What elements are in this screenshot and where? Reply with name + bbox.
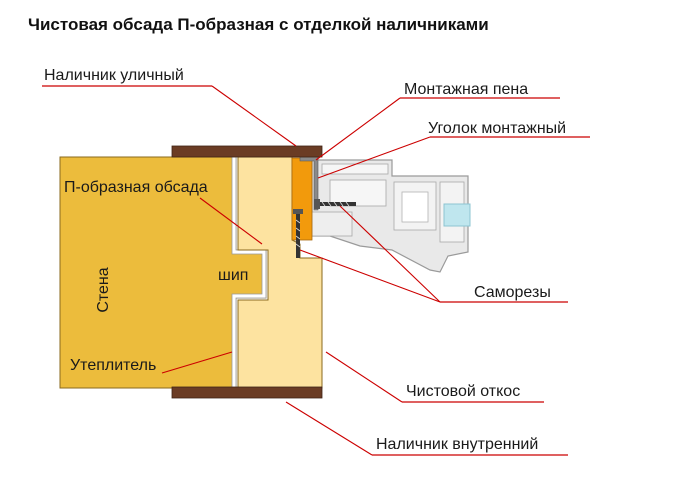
label-mounting-foam: Монтажная пена [404, 81, 528, 98]
leader-lines [161, 85, 441, 456]
leader-finish-slope [325, 351, 403, 403]
label-mounting-corner: Уголок монтажный [428, 120, 566, 137]
leader-u-casing [199, 197, 263, 245]
inner-casing-board [171, 386, 323, 399]
label-insulation: Утеплитель [70, 357, 156, 374]
leader-mounting-foam [315, 97, 401, 161]
leader-inner-casing [285, 401, 373, 456]
diagram-title: Чистовая обсада П-образная с отделкой на… [28, 15, 489, 34]
window-frame [311, 159, 471, 273]
label-screws: Саморезы [474, 284, 551, 301]
label-underlines [42, 85, 590, 456]
label-finish-slope: Чистовой откос [406, 383, 520, 400]
leader-screws-1 [339, 205, 441, 303]
leader-outer-casing [211, 85, 297, 147]
screw-vertical [293, 209, 303, 258]
outer-casing-board [171, 145, 323, 158]
label-outer-casing: Наличник уличный [44, 67, 184, 84]
label-wall: Стена [95, 267, 112, 312]
leader-insulation [161, 351, 233, 374]
label-inner-casing: Наличник внутренний [376, 436, 538, 453]
leader-mounting-corner [317, 136, 431, 179]
mounting-foam [291, 157, 313, 241]
label-spike: шип [218, 267, 248, 284]
label-u-casing: П-образная обсада [64, 179, 208, 196]
screw-horizontal [314, 199, 356, 209]
leader-screws-2 [299, 249, 441, 303]
